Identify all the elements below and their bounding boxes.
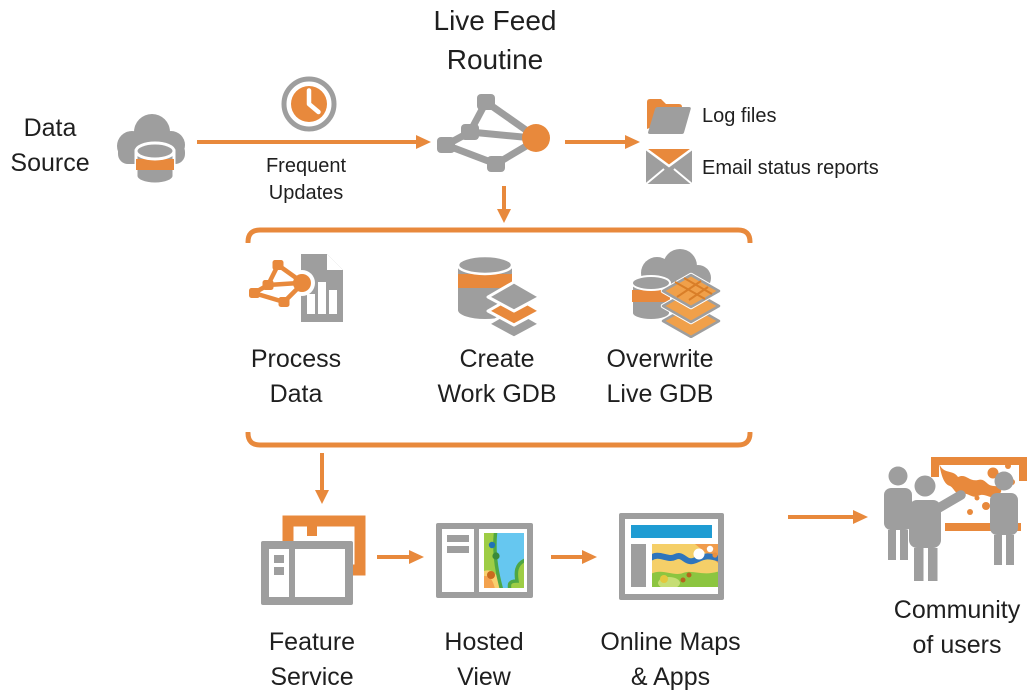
clock-icon [281, 76, 337, 132]
hosted-view-label: Hosted View [444, 628, 524, 691]
arrow-feature-to-hosted [377, 550, 424, 564]
cloud-database-layers-icon [631, 249, 722, 338]
email-icon [646, 149, 692, 184]
process-data-icon [249, 254, 343, 322]
arrow-datasource-to-routine [197, 135, 431, 149]
diagram-title: Live Feed Routine [355, 1, 635, 79]
data-source-label: Data Source [10, 114, 90, 177]
process-data-label: Process Data [250, 345, 342, 408]
online-maps-apps-label: Online Maps & Apps [600, 628, 741, 691]
log-files-label: Log files [702, 105, 777, 127]
arrow-hosted-to-online [551, 550, 597, 564]
folder-icon [647, 99, 691, 134]
overwrite-live-gdb-label: Overwrite Live GDB [606, 345, 714, 408]
feature-service-label: Feature Service [268, 628, 356, 691]
hosted-view-icon [436, 523, 533, 598]
arrow-online-to-community [788, 510, 868, 524]
community-of-users-icon [884, 457, 1027, 581]
create-work-gdb-label: Create Work GDB [437, 345, 557, 408]
email-status-label: Email status reports [702, 157, 879, 179]
arrow-routine-to-steps [497, 186, 511, 223]
bracket-top [245, 227, 753, 243]
online-maps-icon [619, 513, 724, 600]
arrow-routine-to-outputs [565, 135, 640, 149]
bracket-bottom [245, 432, 753, 448]
feature-service-icon [261, 515, 366, 605]
cloud-database-icon [117, 114, 185, 186]
diagram-title-line2: Routine [446, 44, 544, 75]
model-icon [437, 94, 550, 172]
frequent-updates-label: Frequent Updates [265, 155, 347, 204]
database-layers-icon [456, 254, 542, 339]
diagram-title-line1: Live Feed [433, 5, 557, 36]
arrow-steps-to-feature-service [315, 453, 329, 504]
community-of-users-label: Community of users [893, 596, 1021, 659]
